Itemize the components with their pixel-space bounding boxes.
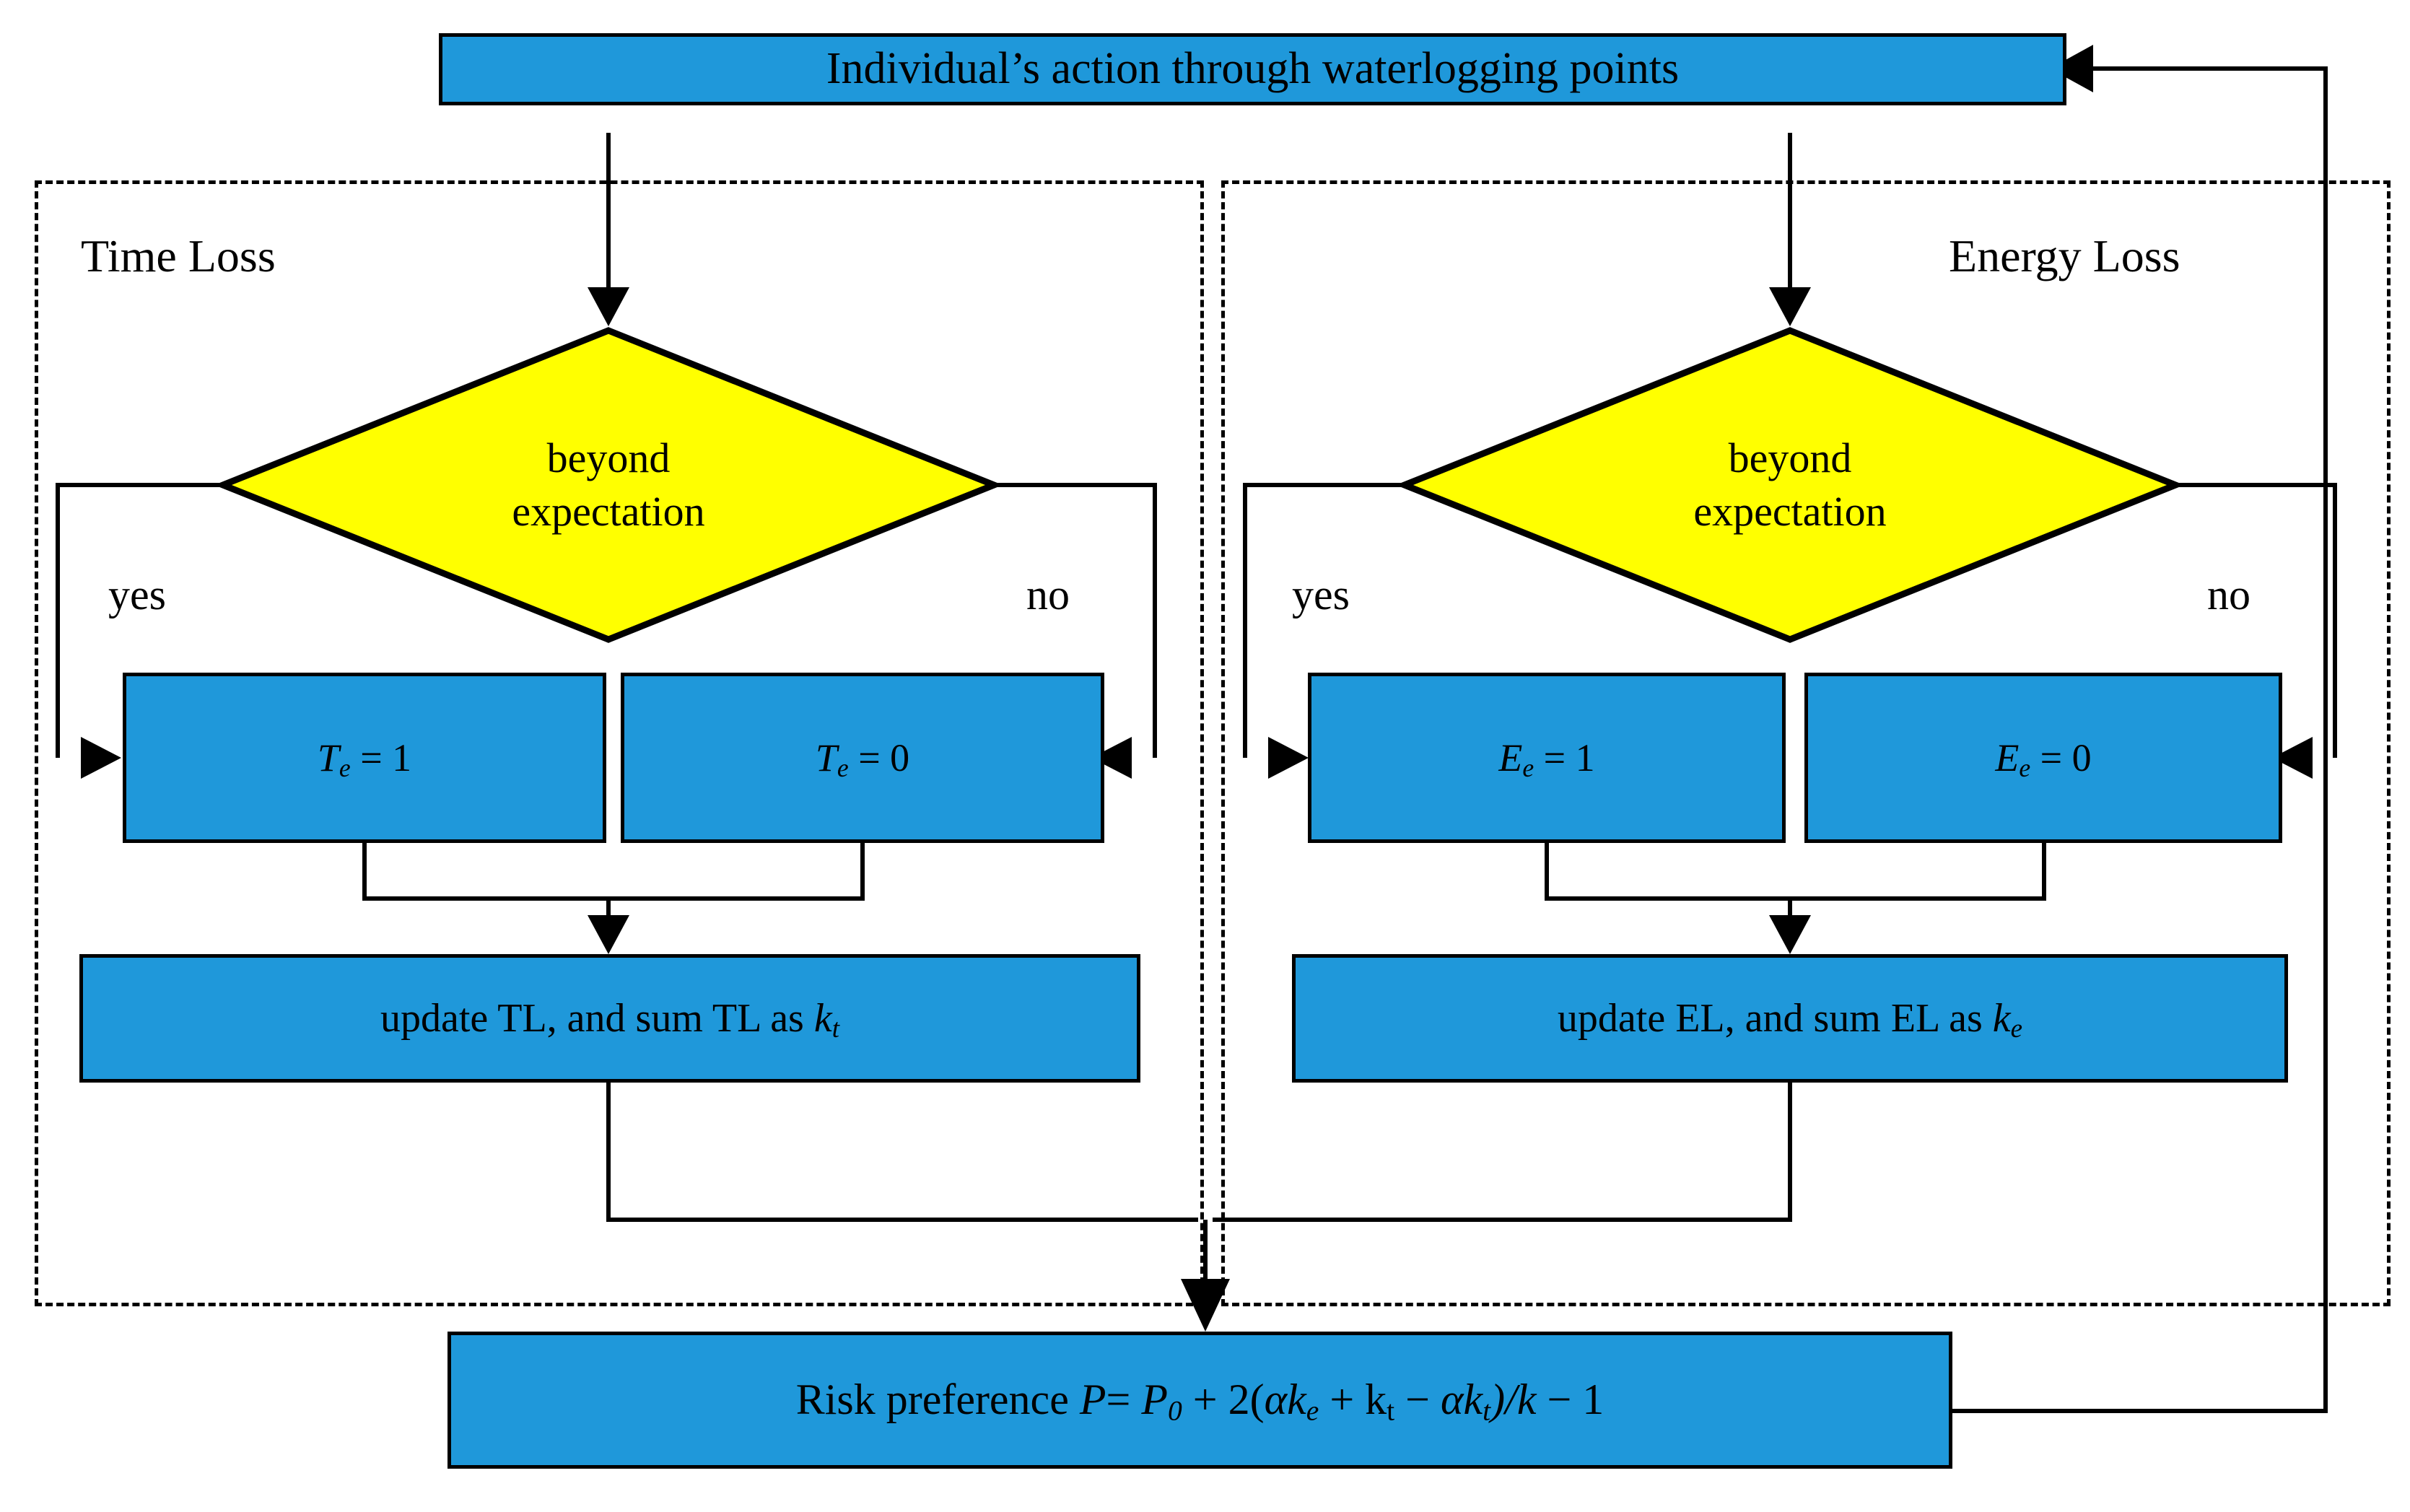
te0-var: T bbox=[815, 735, 837, 779]
result-p0: P bbox=[1141, 1376, 1168, 1424]
result-k: k bbox=[1516, 1376, 1537, 1424]
node-risk-preference[interactable]: Risk preference P= P0 + 2(αke + kt − αkt… bbox=[447, 1332, 1952, 1469]
result-alpha2: α bbox=[1441, 1376, 1464, 1424]
ee0-sub: e bbox=[2019, 753, 2031, 782]
update-tl-sub: t bbox=[831, 1013, 839, 1043]
te1-eq: = bbox=[360, 735, 383, 779]
result-minus2: − bbox=[1547, 1376, 1572, 1424]
result-p0-sub: 0 bbox=[1167, 1395, 1182, 1428]
update-tl-var: k bbox=[813, 995, 832, 1041]
decision-energy-line2: expectation bbox=[1693, 488, 1887, 535]
group-time-loss bbox=[35, 180, 1204, 1306]
ee1-sub: e bbox=[1522, 753, 1534, 782]
ee1-value: 1 bbox=[1575, 735, 1595, 779]
ee0-value: 0 bbox=[2071, 735, 2092, 779]
node-update-el-label: update EL, and sum EL as ke bbox=[1558, 996, 2022, 1041]
result-eq: = bbox=[1106, 1376, 1131, 1424]
label-energy-no: no bbox=[2207, 571, 2250, 619]
node-ee-equals-0[interactable]: Ee = 0 bbox=[1804, 673, 2282, 843]
result-one: 1 bbox=[1582, 1376, 1605, 1424]
node-ee-equals-0-label: Ee = 0 bbox=[1995, 735, 2092, 782]
result-kt-roman: k bbox=[1365, 1376, 1387, 1424]
diamond-shape-energy bbox=[1400, 327, 2180, 643]
update-el-prefix: update EL, and sum EL as bbox=[1557, 995, 1993, 1041]
decision-time-beyond-expectation[interactable]: beyond expectation bbox=[219, 326, 998, 644]
te0-sub: e bbox=[837, 753, 849, 782]
node-te-equals-0-label: Te = 0 bbox=[815, 735, 910, 782]
update-el-sub: e bbox=[2010, 1013, 2023, 1043]
node-risk-preference-label: Risk preference P= P0 + 2(αke + kt − αkt… bbox=[795, 1376, 1605, 1428]
node-individual-action[interactable]: Individual’s action through waterlogging… bbox=[439, 33, 2066, 105]
update-el-var: k bbox=[1992, 995, 2011, 1041]
te1-value: 1 bbox=[392, 735, 412, 779]
node-update-el[interactable]: update EL, and sum EL as ke bbox=[1292, 954, 2288, 1083]
group-time-loss-title: Time Loss bbox=[81, 230, 276, 281]
decision-time-label: beyond expectation bbox=[512, 432, 704, 538]
update-tl-prefix: update TL, and sum TL as bbox=[380, 995, 814, 1041]
ee1-eq: = bbox=[1543, 735, 1566, 779]
ee1-var: E bbox=[1498, 735, 1523, 779]
result-ke-sub: e bbox=[1306, 1395, 1319, 1428]
node-te-equals-1-label: Te = 1 bbox=[317, 735, 412, 782]
node-te-equals-0[interactable]: Te = 0 bbox=[621, 673, 1104, 843]
label-time-yes: yes bbox=[108, 571, 166, 619]
diamond-shape-time bbox=[219, 327, 998, 643]
node-individual-action-label: Individual’s action through waterlogging… bbox=[826, 44, 1680, 94]
result-p: P bbox=[1079, 1376, 1106, 1424]
te0-eq: = bbox=[858, 735, 881, 779]
te0-value: 0 bbox=[890, 735, 910, 779]
result-plus2: + bbox=[1330, 1376, 1355, 1424]
result-prefix: Risk preference bbox=[795, 1376, 1080, 1424]
group-energy-loss-title: Energy Loss bbox=[1949, 230, 2180, 281]
result-minus1: − bbox=[1405, 1376, 1431, 1424]
decision-time-line2: expectation bbox=[512, 488, 705, 535]
result-kt-italic: k bbox=[1463, 1376, 1483, 1424]
ee0-eq: = bbox=[2040, 735, 2063, 779]
node-update-tl[interactable]: update TL, and sum TL as kt bbox=[79, 954, 1140, 1083]
result-ke: k bbox=[1287, 1376, 1306, 1424]
decision-time-line1: beyond bbox=[546, 434, 671, 481]
node-ee-equals-1-label: Ee = 1 bbox=[1498, 735, 1595, 782]
decision-energy-line1: beyond bbox=[1728, 434, 1852, 481]
decision-energy-label: beyond expectation bbox=[1693, 432, 1886, 538]
decision-energy-beyond-expectation[interactable]: beyond expectation bbox=[1400, 326, 2180, 644]
node-te-equals-1[interactable]: Te = 1 bbox=[123, 673, 606, 843]
result-plus1: + bbox=[1192, 1376, 1218, 1424]
node-ee-equals-1[interactable]: Ee = 1 bbox=[1308, 673, 1786, 843]
result-two: 2( bbox=[1228, 1376, 1265, 1424]
label-energy-yes: yes bbox=[1292, 571, 1350, 619]
te1-sub: e bbox=[339, 753, 351, 782]
node-update-tl-label: update TL, and sum TL as kt bbox=[380, 996, 839, 1041]
te1-var: T bbox=[317, 735, 339, 779]
result-alpha1: α bbox=[1264, 1376, 1288, 1424]
label-time-no: no bbox=[1026, 571, 1070, 619]
ee0-var: E bbox=[1995, 735, 2020, 779]
group-energy-loss bbox=[1221, 180, 2391, 1306]
result-kt-roman-sub: t bbox=[1387, 1395, 1395, 1428]
result-close-slash: )/ bbox=[1490, 1376, 1517, 1424]
result-kt-italic-sub: t bbox=[1483, 1395, 1491, 1428]
